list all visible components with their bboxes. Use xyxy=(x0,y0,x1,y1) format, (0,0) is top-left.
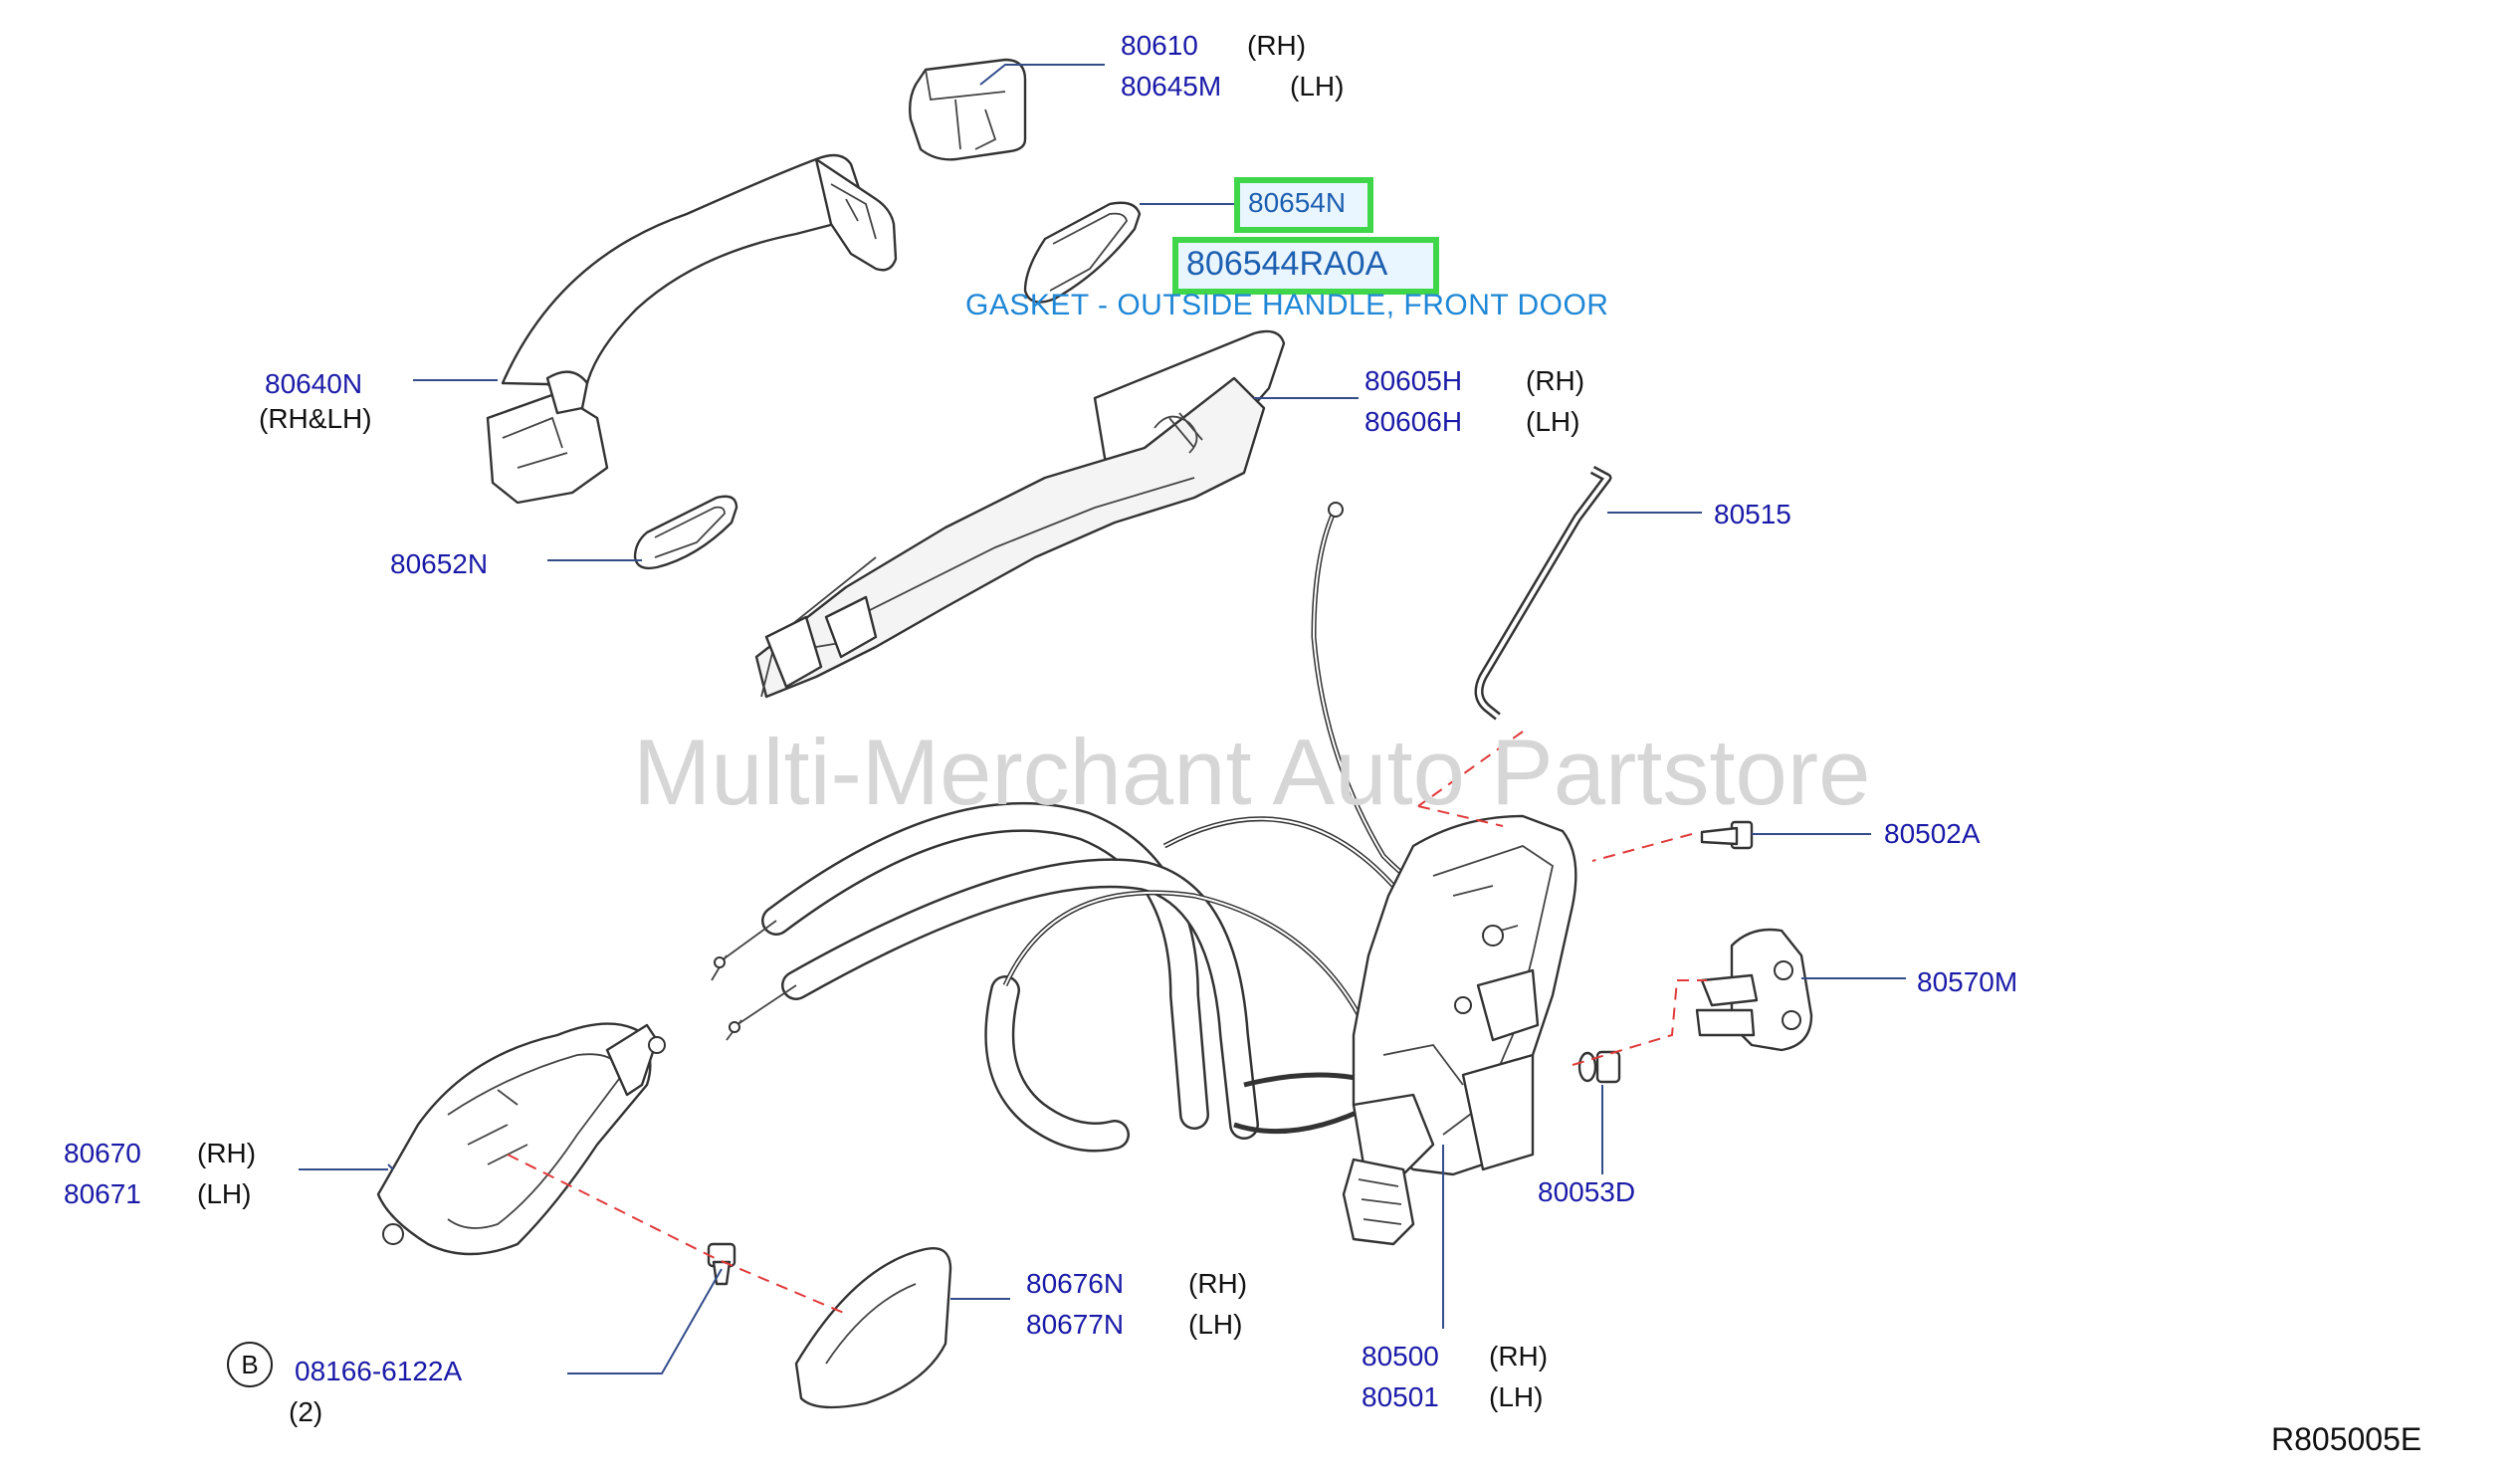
leader-lines xyxy=(299,64,1906,1374)
callout-80605h[interactable]: 80605H xyxy=(1365,365,1463,396)
bolt-08166-drawing[interactable] xyxy=(707,1242,736,1286)
rod-80515-drawing[interactable] xyxy=(1474,466,1612,721)
callout-80610[interactable]: 80610 xyxy=(1121,30,1198,61)
highlight-part-box xyxy=(1234,177,1373,233)
callout-80676n-side: (RH) xyxy=(1188,1268,1248,1299)
callout-80670-side: (RH) xyxy=(197,1138,257,1168)
callout-80645m[interactable]: 80645M xyxy=(1121,71,1222,102)
callout-08166-qty: (2) xyxy=(289,1396,323,1427)
callout-80676n[interactable]: 80676N xyxy=(1026,1268,1125,1299)
callout-80053d[interactable]: 80053D xyxy=(1538,1176,1636,1207)
callout-80502a[interactable]: 80502A xyxy=(1884,818,1981,849)
inside-handle-80670-drawing[interactable] xyxy=(376,1022,666,1256)
striker-80570m-drawing[interactable] xyxy=(1695,928,1813,1052)
callout-80640n-side: (RH&LH) xyxy=(259,403,372,434)
highlight-part-number[interactable]: 80654N xyxy=(1248,187,1347,218)
highlight-oem-number[interactable]: 806544RA0A xyxy=(1186,245,1388,283)
callout-80610-side: (RH) xyxy=(1247,30,1307,61)
callout-80652n[interactable]: 80652N xyxy=(390,548,489,579)
callout-80605h-side: (RH) xyxy=(1526,365,1585,396)
cables-drawing xyxy=(711,502,1420,1153)
screw-80053d-drawing[interactable] xyxy=(1577,1050,1621,1084)
callout-80570m[interactable]: 80570M xyxy=(1917,966,2018,997)
escutcheon-80676n-drawing[interactable] xyxy=(794,1247,952,1409)
callout-80677n-side: (LH) xyxy=(1188,1309,1243,1340)
callout-80671-side: (LH) xyxy=(197,1178,252,1209)
handle-cap-80610-drawing[interactable] xyxy=(908,58,1027,161)
callout-80501[interactable]: 80501 xyxy=(1362,1381,1439,1412)
callout-80501-side: (LH) xyxy=(1489,1381,1544,1412)
callout-80645m-side: (LH) xyxy=(1290,71,1345,102)
callout-80515[interactable]: 80515 xyxy=(1714,499,1791,529)
callout-80671[interactable]: 80671 xyxy=(64,1178,141,1209)
highlight-oem-box xyxy=(1172,237,1439,295)
callout-08166-6122a[interactable]: 08166-6122A xyxy=(295,1356,463,1386)
diagram-reference: R805005E xyxy=(2271,1421,2422,1457)
callout-80670[interactable]: 80670 xyxy=(64,1138,141,1168)
callout-80606h-side: (LH) xyxy=(1526,406,1580,437)
outside-handle-80640n-drawing[interactable] xyxy=(486,153,898,505)
b-marker: B xyxy=(227,1342,273,1387)
callout-80500-side: (RH) xyxy=(1489,1341,1549,1372)
screw-80502a-drawing[interactable] xyxy=(1700,820,1754,850)
part-description: GASKET - OUTSIDE HANDLE, FRONT DOOR xyxy=(965,289,1609,321)
handle-frame-80605h-drawing[interactable] xyxy=(754,329,1286,699)
callout-80500[interactable]: 80500 xyxy=(1362,1341,1439,1372)
callout-80640n[interactable]: 80640N xyxy=(265,368,363,399)
callout-80606h[interactable]: 80606H xyxy=(1365,406,1463,437)
dashed-guides xyxy=(507,731,1707,1315)
door-lock-80500-drawing[interactable] xyxy=(1342,814,1577,1246)
gasket-80654n-drawing[interactable] xyxy=(1023,201,1142,304)
watermark: Multi-Merchant Auto Partstore xyxy=(633,720,1871,824)
gasket-80652n-drawing[interactable] xyxy=(633,495,738,570)
callout-80677n[interactable]: 80677N xyxy=(1026,1309,1125,1340)
